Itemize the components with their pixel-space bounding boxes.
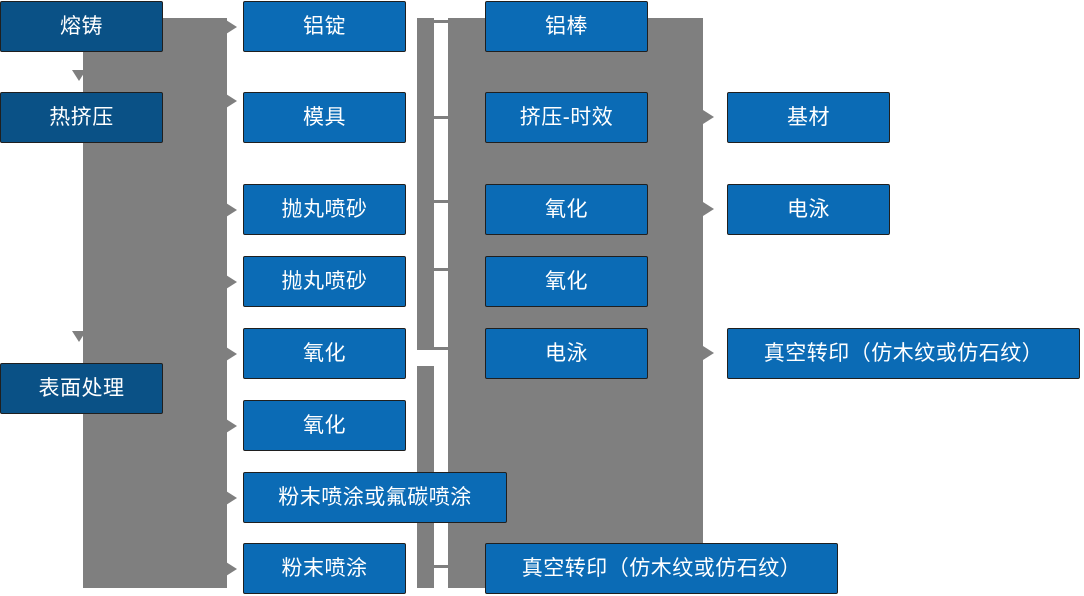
output-label-c4-substrate: 基材 bbox=[787, 106, 830, 129]
process-label-c2-ingot: 铝锭 bbox=[303, 15, 346, 38]
process-label-c2-blast-1: 抛丸喷砂 bbox=[281, 198, 368, 221]
process-label-c3-oxide-1: 氧化 bbox=[545, 198, 588, 221]
arrow-down-to-surface bbox=[72, 331, 86, 342]
stage-box-melting[interactable]: 熔铸 bbox=[0, 0, 163, 54]
process-box-c3-electro[interactable]: 电泳 bbox=[485, 326, 648, 381]
process-box-c3-bar[interactable]: 铝棒 bbox=[485, 0, 648, 54]
process-box-c2-oxide-2[interactable]: 氧化 bbox=[243, 398, 406, 453]
process-box-c2-ingot[interactable]: 铝锭 bbox=[243, 0, 406, 54]
tie-line-6 bbox=[434, 565, 450, 568]
tie-line-1 bbox=[434, 20, 450, 23]
arrow-to-c2-oxide-2 bbox=[226, 419, 237, 433]
arrow-to-c4-vacuum bbox=[703, 346, 714, 360]
arrow-to-c4-substrate bbox=[703, 110, 714, 124]
process-box-c3-vacuum[interactable]: 真空转印（仿木纹或仿石纹） bbox=[485, 541, 838, 596]
stage-label-surface: 表面处理 bbox=[38, 377, 125, 400]
process-box-c2-blast-2[interactable]: 抛丸喷砂 bbox=[243, 254, 406, 309]
process-box-c2-powder[interactable]: 粉末喷涂 bbox=[243, 541, 406, 596]
connector-bar-col2-right-upper bbox=[417, 18, 434, 350]
connector-bar-col2 bbox=[165, 18, 227, 588]
process-label-c2-powder-fluorocarbon: 粉末喷涂或氟碳喷涂 bbox=[278, 486, 472, 509]
output-box-c4-electro[interactable]: 电泳 bbox=[727, 182, 890, 237]
process-label-c3-aging: 挤压-时效 bbox=[519, 106, 614, 129]
process-box-c2-powder-fluorocarbon[interactable]: 粉末喷涂或氟碳喷涂 bbox=[243, 470, 507, 525]
process-label-c3-electro: 电泳 bbox=[545, 342, 588, 365]
process-label-c3-bar: 铝棒 bbox=[545, 15, 588, 38]
arrow-to-c2-powder bbox=[226, 562, 237, 576]
process-box-c3-oxide-2[interactable]: 氧化 bbox=[485, 254, 648, 309]
process-label-c2-powder: 粉末喷涂 bbox=[281, 557, 368, 580]
arrow-to-c2-blast-1 bbox=[226, 203, 237, 217]
process-label-c2-oxide-1: 氧化 bbox=[303, 342, 346, 365]
process-box-c3-aging[interactable]: 挤压-时效 bbox=[485, 90, 648, 145]
process-box-c3-oxide-1[interactable]: 氧化 bbox=[485, 182, 648, 237]
arrow-to-c2-mold bbox=[226, 94, 237, 108]
arrow-to-c2-powder-f bbox=[226, 491, 237, 505]
stage-box-surface[interactable]: 表面处理 bbox=[0, 361, 163, 416]
stage-box-extrude[interactable]: 热挤压 bbox=[0, 90, 163, 145]
output-box-c4-substrate[interactable]: 基材 bbox=[727, 90, 890, 145]
arrow-to-c2-blast-2 bbox=[226, 275, 237, 289]
process-label-c3-vacuum: 真空转印（仿木纹或仿石纹） bbox=[521, 557, 802, 580]
tie-line-5 bbox=[434, 347, 450, 350]
stage-label-extrude: 热挤压 bbox=[49, 106, 114, 129]
process-box-c2-oxide-1[interactable]: 氧化 bbox=[243, 326, 406, 381]
output-label-c4-electro: 电泳 bbox=[787, 198, 830, 221]
process-label-c2-oxide-2: 氧化 bbox=[303, 414, 346, 437]
output-box-c4-vacuum[interactable]: 真空转印（仿木纹或仿石纹） bbox=[727, 326, 1080, 381]
stage-label-melting: 熔铸 bbox=[60, 15, 103, 38]
tie-line-3 bbox=[434, 200, 450, 203]
process-box-c2-mold[interactable]: 模具 bbox=[243, 90, 406, 145]
tie-line-4 bbox=[434, 268, 450, 271]
process-label-c2-mold: 模具 bbox=[303, 106, 346, 129]
arrow-to-c4-electro bbox=[703, 202, 714, 216]
arrow-to-c2-ingot bbox=[226, 20, 237, 34]
arrow-to-c2-oxide-1 bbox=[226, 347, 237, 361]
process-box-c2-blast-1[interactable]: 抛丸喷砂 bbox=[243, 182, 406, 237]
process-label-c3-oxide-2: 氧化 bbox=[545, 270, 588, 293]
arrow-down-to-extrude bbox=[72, 70, 86, 81]
output-label-c4-vacuum: 真空转印（仿木纹或仿石纹） bbox=[763, 342, 1044, 365]
tie-line-2 bbox=[434, 116, 450, 119]
process-label-c2-blast-2: 抛丸喷砂 bbox=[281, 270, 368, 293]
